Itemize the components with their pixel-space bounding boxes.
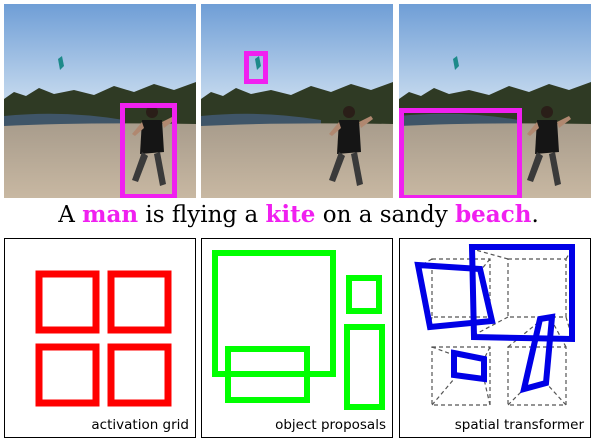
panel-spatial-transformer: spatial transformer [399, 238, 591, 438]
photo-beach [399, 4, 591, 198]
proposal-box-small [346, 275, 382, 314]
kite-icon [255, 56, 261, 70]
activation-grid-diagram [35, 270, 172, 407]
proposal-box-tall [344, 324, 385, 410]
spatial-transformer-diagram [414, 244, 575, 406]
grid-cell-top-left [35, 270, 100, 334]
grid-guide-top-left [431, 258, 491, 318]
caption-word-beach: beach [455, 201, 532, 228]
highlight-box-beach [399, 108, 522, 198]
caption-period: . [531, 202, 539, 228]
figure-caption: A man is flying a kite on a sandy beach. [0, 198, 597, 232]
caption-word-man: man [82, 201, 139, 228]
highlight-box-kite [244, 51, 268, 84]
photo-kite [201, 4, 393, 198]
grid-guide-bottom-left [431, 346, 491, 406]
grid-cell-bottom-left [35, 343, 100, 407]
caption-word-kite: kite [265, 201, 316, 228]
transformed-regions [414, 244, 575, 394]
proposal-box-wide [225, 346, 310, 403]
transformed-region-right [519, 313, 556, 394]
transformed-region-top-right [468, 244, 575, 343]
photo-man [4, 4, 196, 198]
transformed-region-top-left [414, 261, 496, 331]
transformed-region-center [451, 349, 487, 383]
grid-cell-top-right [107, 270, 172, 334]
caption-word-a: A [58, 202, 83, 228]
grid-guide-top-right [507, 258, 567, 318]
man-figure [527, 106, 571, 186]
kite-icon [453, 56, 459, 70]
beach-scene-man [4, 4, 196, 198]
man-figure [132, 106, 176, 186]
panel-label-spatial-transformer: spatial transformer [454, 417, 584, 433]
panel-activation-grid: activation grid [4, 238, 196, 438]
man-figure [329, 106, 373, 186]
kite-icon [58, 56, 64, 70]
beach-scene-kite [201, 4, 393, 198]
highlight-box-man [120, 103, 177, 198]
object-proposals-diagram [212, 250, 385, 410]
grid-guide-bottom-right [507, 346, 567, 406]
panel-label-activation-grid: activation grid [91, 417, 189, 433]
grid-cell-bottom-right [107, 343, 172, 407]
beach-scene-beach [399, 4, 591, 198]
caption-phrase-flying: is flying a [138, 202, 266, 228]
panel-object-proposals: object proposals [201, 238, 393, 438]
dashed-guides [417, 248, 573, 406]
caption-phrase-sandy: on a sandy [315, 202, 456, 228]
panel-label-object-proposals: object proposals [275, 417, 386, 433]
proposal-box-large [212, 250, 336, 377]
